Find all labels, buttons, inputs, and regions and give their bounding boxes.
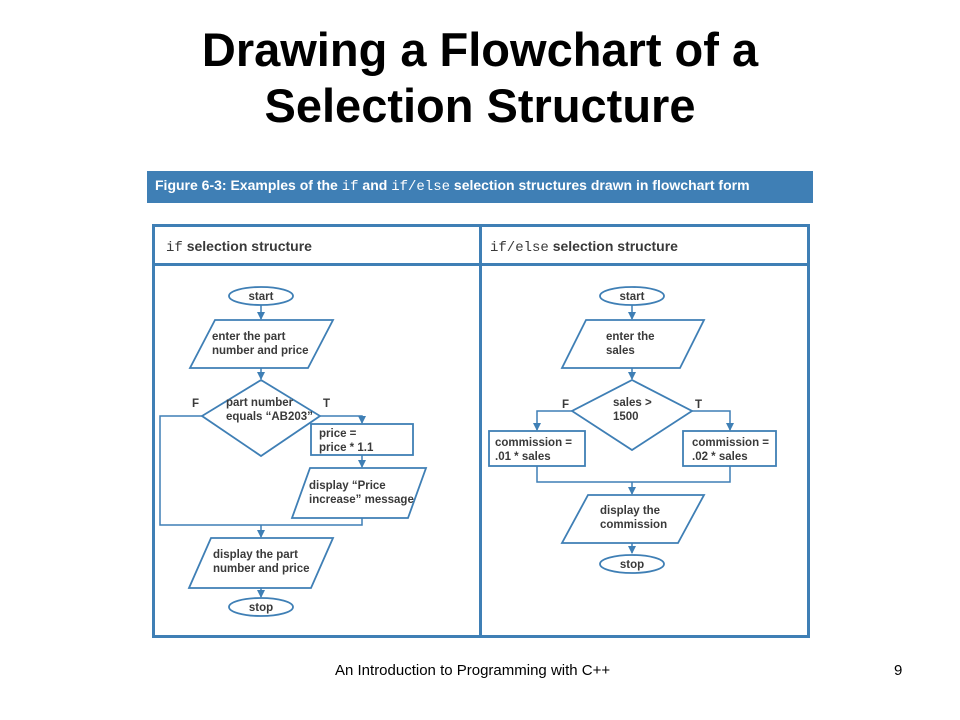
if-else-true-process-box bbox=[682, 430, 777, 467]
caption-code-if-else: if/else bbox=[391, 179, 451, 195]
if-true-return-line bbox=[202, 518, 363, 526]
if-else-arrow-true-branch bbox=[692, 410, 734, 431]
if-header-code: if bbox=[166, 240, 183, 256]
if-else-false-label: F bbox=[562, 399, 569, 411]
if-input-label-line-2: number and price bbox=[212, 345, 309, 357]
if-else-input-label-line-2: sales bbox=[606, 345, 635, 357]
if-stop-terminal bbox=[228, 597, 294, 617]
if-arrow-true-branch bbox=[320, 415, 366, 424]
if-false-label: F bbox=[192, 398, 199, 410]
if-input-label-line-1: enter the part bbox=[212, 331, 286, 343]
if-else-start-label: start bbox=[620, 291, 645, 303]
if-process-label-line-2: price * 1.1 bbox=[319, 442, 374, 454]
if-start-terminal bbox=[228, 286, 294, 306]
if-decision-diamond bbox=[200, 378, 322, 458]
slide-title-line-2: Selection Structure bbox=[264, 79, 696, 132]
figure-caption-banner: Figure 6-3: Examples of the if and if/el… bbox=[147, 171, 813, 203]
if-else-header-text: selection structure bbox=[548, 238, 678, 254]
if-else-input-parallelogram bbox=[560, 319, 706, 369]
caption-suffix: selection structures drawn in flowchart … bbox=[450, 177, 750, 193]
caption-code-if: if bbox=[341, 179, 359, 195]
if-else-decision-label-line-1: sales > bbox=[613, 397, 652, 409]
if-output-parallelogram bbox=[187, 537, 335, 589]
if-output-label-line-1: display the part bbox=[213, 549, 298, 561]
caption-and: and bbox=[358, 177, 392, 193]
if-process-label-line-1: price = bbox=[319, 428, 357, 440]
if-else-true-label: T bbox=[695, 399, 702, 411]
if-decision-label-line-1: part number bbox=[226, 397, 294, 409]
slide-title-line-1: Drawing a Flowchart of a bbox=[201, 23, 759, 76]
footer-page-number: 9 bbox=[894, 662, 903, 679]
if-else-stop-label: stop bbox=[620, 559, 644, 571]
if-process-box bbox=[310, 423, 414, 456]
if-else-panel-header: if/else selection structure bbox=[490, 238, 678, 256]
if-true-label: T bbox=[323, 398, 330, 410]
if-else-input-label-line-1: enter the bbox=[606, 331, 655, 343]
if-false-branch-line bbox=[159, 415, 202, 526]
panel-divider bbox=[479, 227, 482, 635]
if-else-decision-label-line-2: 1500 bbox=[613, 411, 639, 423]
if-else-arrow-false-branch bbox=[533, 410, 572, 431]
if-header-text: selection structure bbox=[182, 238, 312, 254]
if-else-true-process-line-2: .02 * sales bbox=[692, 451, 748, 463]
if-else-true-process-line-1: commission = bbox=[692, 437, 769, 449]
if-else-false-process-box bbox=[488, 430, 586, 467]
if-else-header-code: if/else bbox=[490, 240, 549, 256]
if-panel-header: if selection structure bbox=[166, 238, 312, 256]
if-display-msg-label-line-1: display “Price bbox=[309, 480, 386, 492]
if-output-label-line-2: number and price bbox=[213, 563, 310, 575]
if-display-msg-label-line-2: increase” message bbox=[309, 494, 414, 506]
caption-prefix: Figure 6-3: Examples of the bbox=[155, 177, 342, 193]
if-else-false-process-line-1: commission = bbox=[495, 437, 572, 449]
if-start-label: start bbox=[249, 291, 274, 303]
if-else-false-process-line-2: .01 * sales bbox=[495, 451, 551, 463]
if-else-start-terminal bbox=[599, 286, 665, 306]
if-else-decision-diamond bbox=[570, 378, 694, 452]
if-else-output-label-line-1: display the bbox=[600, 505, 660, 517]
if-input-parallelogram bbox=[188, 319, 335, 369]
if-else-output-parallelogram bbox=[560, 494, 706, 544]
slide-title: Drawing a Flowchart of a Selection Struc… bbox=[0, 22, 960, 134]
if-else-output-label-line-2: commission bbox=[600, 519, 667, 531]
if-else-merge-line bbox=[536, 466, 731, 483]
if-display-message-parallelogram bbox=[290, 467, 428, 519]
if-stop-label: stop bbox=[249, 602, 273, 614]
if-else-stop-terminal bbox=[599, 554, 665, 574]
if-decision-label-line-2: equals “AB203” bbox=[226, 411, 313, 423]
figure-frame: if selection structure if/else selection… bbox=[152, 224, 810, 638]
footer-book-title: An Introduction to Programming with C++ bbox=[335, 662, 611, 679]
